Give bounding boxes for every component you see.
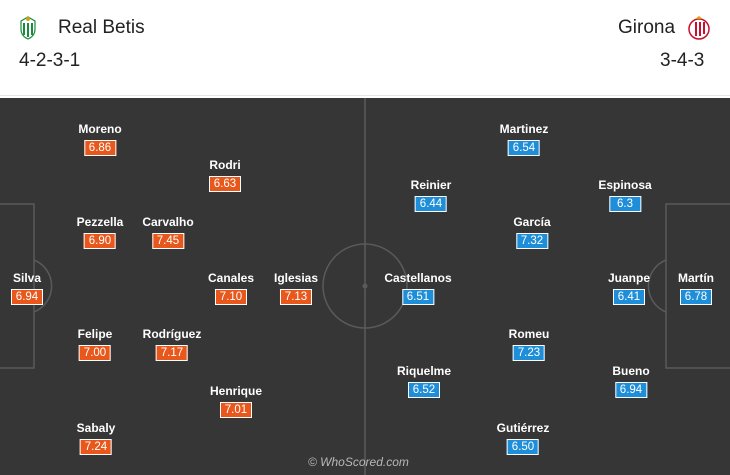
player-rating: 6.54 — [508, 140, 540, 156]
player-rating: 7.45 — [151, 233, 184, 249]
player-name: Reinier — [410, 178, 452, 192]
player-rating: 7.32 — [515, 233, 548, 249]
girona-crest-icon — [688, 16, 710, 40]
player-rating: 6.78 — [680, 289, 712, 305]
away-player-espinosa[interactable]: Espinosa 6.3 — [598, 178, 652, 212]
player-rating: 7.10 — [215, 289, 247, 305]
player-name: Romeu — [508, 327, 550, 341]
player-rating: 7.24 — [79, 439, 112, 455]
away-formation: 3-4-3 — [660, 50, 705, 71]
home-player-iglesias[interactable]: Iglesias 7.13 — [274, 271, 318, 305]
player-name: Pezzella — [76, 215, 124, 229]
player-rating: 6.86 — [84, 140, 116, 156]
pitch: Moreno 6.86 Rodri 6.63 Pezzella 6.90 Car… — [0, 98, 730, 475]
home-player-felipe[interactable]: Felipe 7.00 — [77, 327, 113, 361]
player-name: Sabaly — [76, 421, 116, 435]
player-name: Espinosa — [598, 178, 652, 192]
player-rating: 7.00 — [79, 345, 111, 361]
player-rating: 6.41 — [612, 289, 645, 305]
player-rating: 6.44 — [415, 196, 447, 212]
player-rating: 7.01 — [219, 402, 252, 418]
player-name: García — [513, 215, 551, 229]
player-name: Carvalho — [142, 215, 194, 229]
player-name: Henrique — [209, 384, 263, 398]
player-name: Castellanos — [384, 271, 452, 285]
home-player-canales[interactable]: Canales 7.10 — [208, 271, 254, 305]
home-player-carvalho[interactable]: Carvalho 7.45 — [142, 215, 194, 249]
real-betis-crest-icon — [20, 16, 36, 40]
home-player-sabaly[interactable]: Sabaly 7.24 — [76, 421, 116, 455]
player-rating: 6.50 — [507, 439, 539, 455]
home-formation: 4-2-3-1 — [19, 50, 81, 71]
home-player-pezzella[interactable]: Pezzella 6.90 — [76, 215, 124, 249]
home-player-moreno[interactable]: Moreno 6.86 — [78, 122, 122, 156]
home-player-rodriguez[interactable]: Rodríguez 7.17 — [142, 327, 202, 361]
player-name: Silva — [12, 271, 42, 285]
player-name: Riquelme — [396, 364, 452, 378]
player-rating: 6.51 — [401, 289, 434, 305]
whoscored-watermark: © WhoScored.com — [308, 455, 409, 469]
player-name: Rodri — [209, 158, 241, 172]
player-name: Martín — [678, 271, 714, 285]
header-divider — [0, 95, 730, 96]
player-rating: 7.23 — [512, 345, 545, 361]
player-rating: 6.63 — [209, 176, 241, 192]
home-player-henrique[interactable]: Henrique 7.01 — [210, 384, 262, 418]
home-player-rodri[interactable]: Rodri 6.63 — [209, 158, 241, 192]
pitch-markings — [0, 98, 730, 475]
player-rating: 6.90 — [83, 233, 116, 249]
away-player-bueno[interactable]: Bueno 6.94 — [612, 364, 650, 398]
player-rating: 7.17 — [155, 345, 188, 361]
player-rating: 6.94 — [11, 289, 43, 305]
player-name: Moreno — [78, 122, 122, 136]
player-name: Martinez — [499, 122, 549, 136]
away-player-reinier[interactable]: Reinier 6.44 — [410, 178, 452, 212]
player-name: Canales — [207, 271, 255, 285]
player-rating: 6.52 — [407, 382, 440, 398]
player-rating: 6.94 — [615, 382, 647, 398]
away-player-garcia[interactable]: García 7.32 — [513, 215, 551, 249]
away-player-martinez[interactable]: Martinez 6.54 — [499, 122, 549, 156]
away-player-castellanos[interactable]: Castellanos 6.51 — [384, 271, 452, 305]
away-player-gutierrez[interactable]: Gutiérrez 6.50 — [496, 421, 550, 455]
player-name: Gutiérrez — [496, 421, 550, 435]
player-rating: 6.3 — [608, 196, 641, 212]
away-player-riquelme[interactable]: Riquelme 6.52 — [397, 364, 451, 398]
player-name: Bueno — [612, 364, 650, 378]
player-rating: 7.13 — [280, 289, 312, 305]
away-player-juanpe[interactable]: Juanpe 6.41 — [608, 271, 650, 305]
home-team-name[interactable]: Real Betis — [58, 17, 145, 38]
away-team-name[interactable]: Girona — [618, 17, 676, 38]
player-name: Iglesias — [273, 271, 319, 285]
player-name: Rodríguez — [142, 327, 202, 341]
player-name: Juanpe — [607, 271, 651, 285]
away-player-romeu[interactable]: Romeu 7.23 — [508, 327, 550, 361]
player-name: Felipe — [77, 327, 113, 341]
home-player-silva[interactable]: Silva 6.94 — [11, 271, 43, 305]
match-header: Real Betis 4-2-3-1 Girona 3-4-3 — [0, 0, 730, 96]
away-player-martin[interactable]: Martín 6.78 — [678, 271, 714, 305]
